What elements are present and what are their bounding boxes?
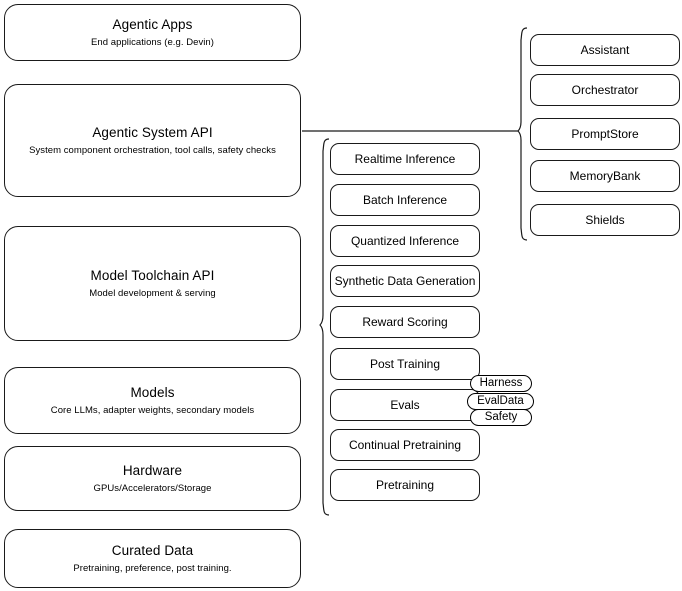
layer-title: Models — [130, 385, 175, 400]
layer-title: Agentic Apps — [112, 17, 193, 32]
evals-tag-label: Harness — [479, 377, 523, 389]
layer-title: Hardware — [122, 463, 183, 478]
component-label: Synthetic Data Generation — [334, 273, 476, 288]
layer-title: Agentic System API — [92, 125, 213, 140]
evals-tag-evaldata[interactable]: EvalData — [467, 393, 534, 410]
system-component-assistant[interactable]: Assistant — [530, 34, 680, 66]
evals-tag-safety[interactable]: Safety — [470, 409, 532, 426]
layer-hardware[interactable]: Hardware GPUs/Accelerators/Storage — [4, 446, 301, 511]
layer-title: Curated Data — [111, 543, 194, 558]
component-label: Post Training — [369, 356, 441, 371]
evals-tag-label: Safety — [484, 411, 518, 423]
toolchain-component-synthetic-data-generation[interactable]: Synthetic Data Generation — [330, 265, 480, 297]
system-component-memorybank[interactable]: MemoryBank — [530, 160, 680, 192]
component-label: Continual Pretraining — [348, 437, 462, 452]
component-label: Batch Inference — [362, 192, 448, 207]
toolchain-component-quantized-inference[interactable]: Quantized Inference — [330, 225, 480, 257]
component-label: Pretraining — [375, 477, 435, 492]
component-label: Evals — [390, 397, 420, 412]
system-components-brace — [517, 27, 528, 241]
toolchain-component-continual-pretraining[interactable]: Continual Pretraining — [330, 429, 480, 461]
toolchain-component-evals[interactable]: Evals — [330, 389, 480, 421]
system-component-orchestrator[interactable]: Orchestrator — [530, 74, 680, 106]
toolchain-components-brace — [319, 138, 330, 516]
toolchain-component-batch-inference[interactable]: Batch Inference — [330, 184, 480, 216]
toolchain-component-realtime-inference[interactable]: Realtime Inference — [330, 143, 480, 175]
layer-title: Model Toolchain API — [90, 268, 215, 283]
layer-agentic-apps[interactable]: Agentic Apps End applications (e.g. Devi… — [4, 4, 301, 61]
component-label: Reward Scoring — [362, 314, 448, 329]
layer-subtitle: Model development & serving — [89, 288, 216, 299]
layer-models[interactable]: Models Core LLMs, adapter weights, secon… — [4, 367, 301, 434]
component-label: Shields — [585, 212, 625, 227]
layer-agentic-system-api[interactable]: Agentic System API System component orch… — [4, 84, 301, 197]
evals-tag-label: EvalData — [477, 395, 524, 407]
component-label: Assistant — [580, 42, 630, 57]
system-component-shields[interactable]: Shields — [530, 204, 680, 236]
evals-tag-harness[interactable]: Harness — [470, 375, 532, 392]
component-label: Orchestrator — [571, 82, 639, 97]
component-label: Quantized Inference — [350, 233, 460, 248]
component-label: MemoryBank — [569, 168, 641, 183]
layer-subtitle: End applications (e.g. Devin) — [91, 37, 214, 48]
layer-subtitle: GPUs/Accelerators/Storage — [93, 483, 212, 494]
toolchain-component-post-training[interactable]: Post Training — [330, 348, 480, 380]
toolchain-component-pretraining[interactable]: Pretraining — [330, 469, 480, 501]
layer-subtitle: Pretraining, preference, post training. — [73, 563, 232, 574]
layer-model-toolchain-api[interactable]: Model Toolchain API Model development & … — [4, 226, 301, 341]
component-label: PromptStore — [571, 126, 639, 141]
toolchain-component-reward-scoring[interactable]: Reward Scoring — [330, 306, 480, 338]
layer-subtitle: System component orchestration, tool cal… — [29, 145, 276, 156]
layer-subtitle: Core LLMs, adapter weights, secondary mo… — [50, 405, 255, 416]
component-label: Realtime Inference — [354, 151, 456, 166]
system-component-promptstore[interactable]: PromptStore — [530, 118, 680, 150]
layer-curated-data[interactable]: Curated Data Pretraining, preference, po… — [4, 529, 301, 588]
